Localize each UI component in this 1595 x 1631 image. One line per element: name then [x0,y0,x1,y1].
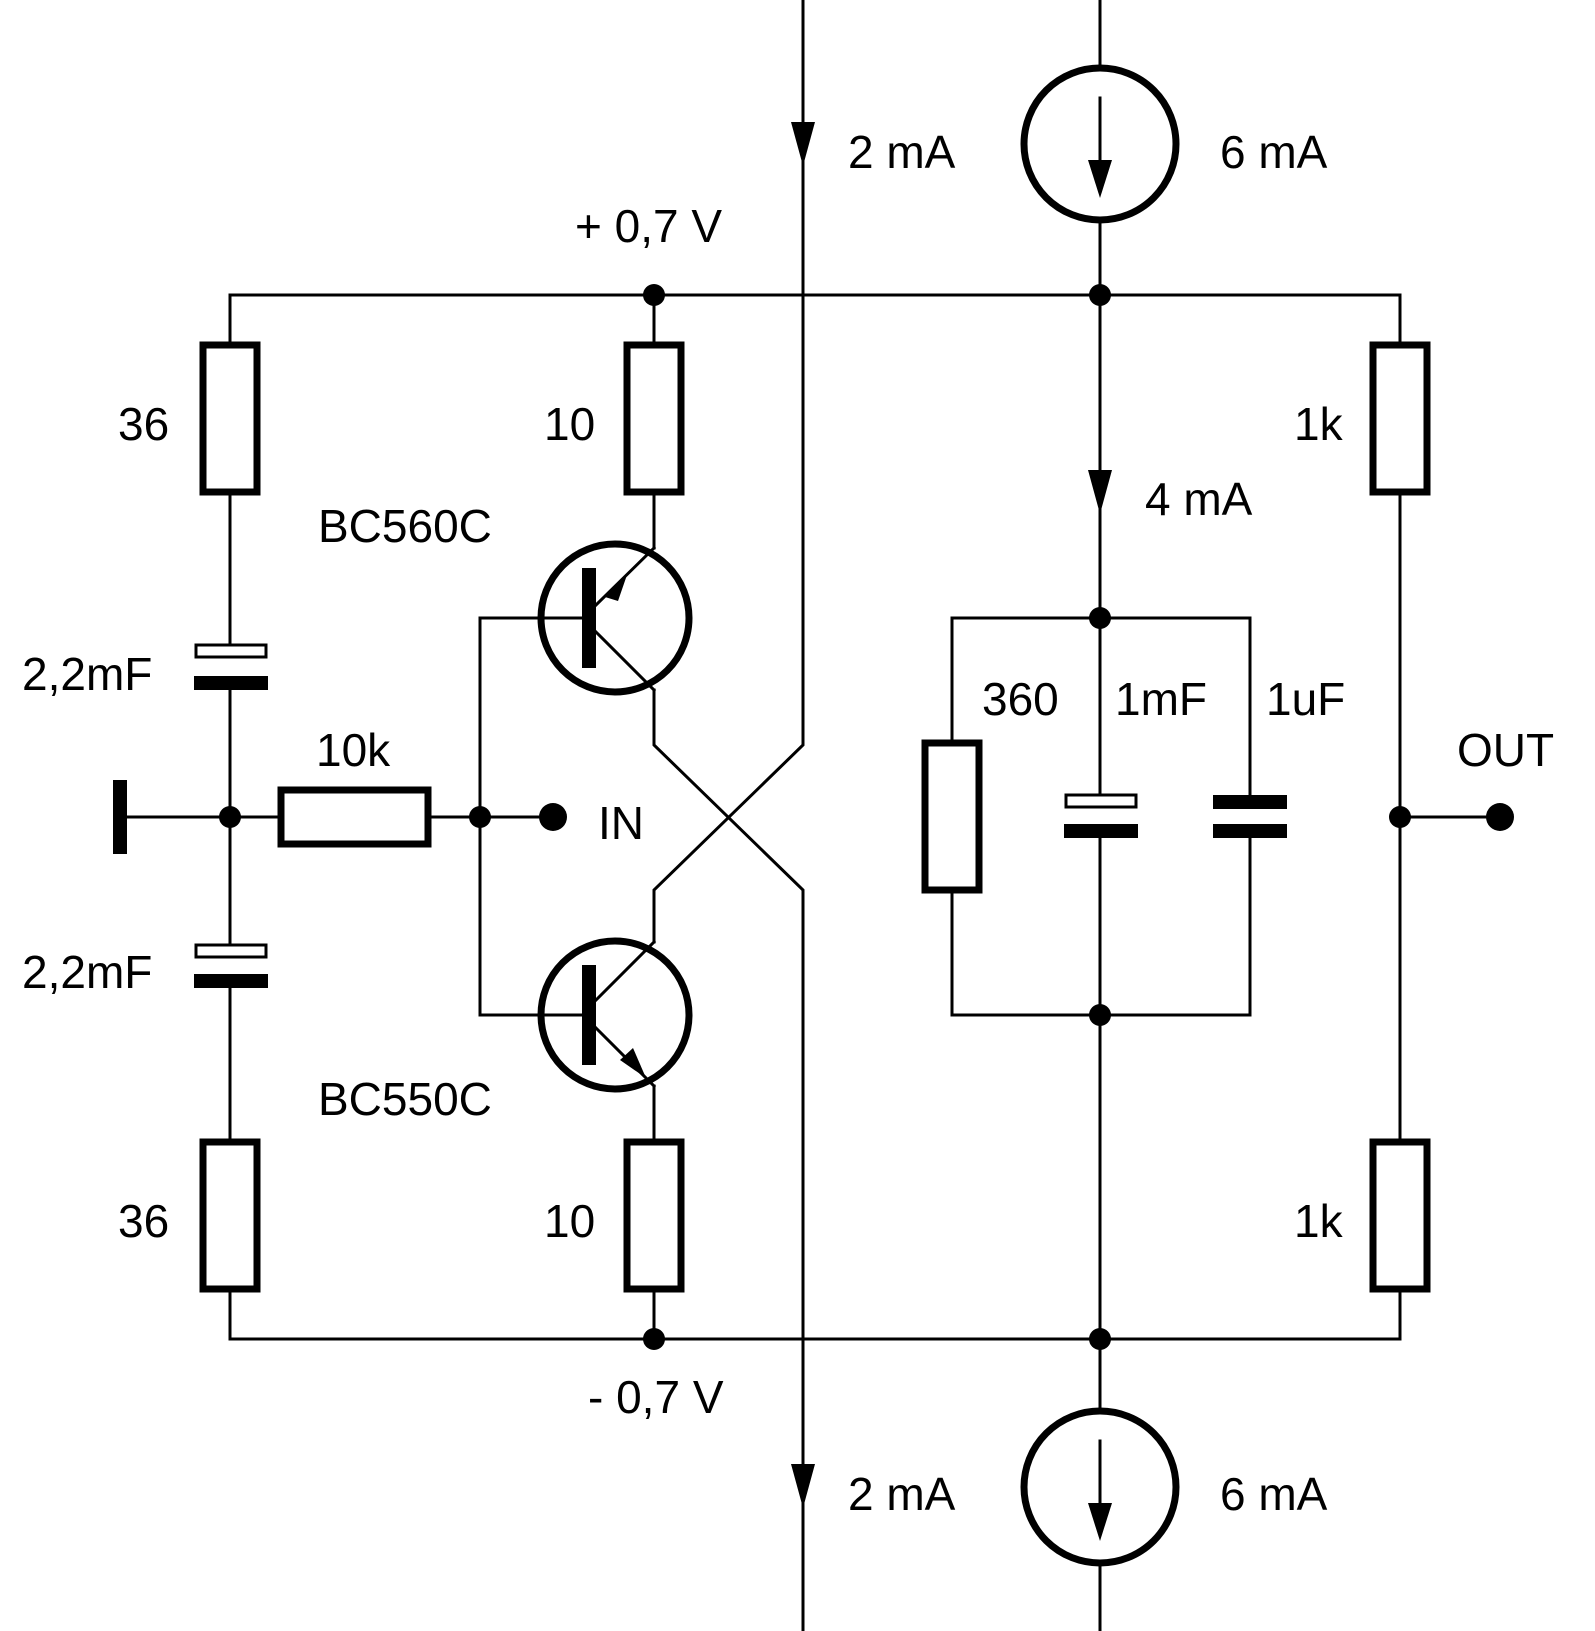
label-source-current-top: 6 mA [1220,126,1328,178]
label-input: IN [598,797,644,849]
label-r-right-top: 1k [1294,398,1344,450]
label-q-top: BC560C [318,500,492,552]
resistor-360 [921,739,983,894]
current-source-top [1020,64,1180,224]
resistor-1k-bottom [1369,1138,1431,1293]
current-arrow-2mA-bottom [791,1464,815,1508]
label-c-load-film: 1uF [1266,673,1345,725]
label-r-left-bottom: 36 [118,1195,169,1247]
current-arrow-4mA [1088,470,1112,514]
resistor-36-bottom [199,1138,261,1293]
label-branch-current: 4 mA [1145,473,1253,525]
input-terminal[interactable] [539,803,567,831]
cap-1uF-plate-bottom [1213,824,1287,838]
label-bias-current-bottom: 2 mA [848,1468,956,1520]
label-r-left-top: 36 [118,398,169,450]
resistor-10k [277,786,432,848]
cap-1mF-negative-plate [1064,824,1138,838]
output-terminal[interactable] [1486,803,1514,831]
cap-2-2mF-bottom-positive-plate [194,943,268,959]
label-r-emitter-top: 10 [544,398,595,450]
transistor-bc550c [537,937,693,1093]
label-r-load: 360 [982,673,1059,725]
label-r-input: 10k [316,724,391,776]
transistor-bc560c [537,540,693,696]
junction-bottom-supply [643,1328,665,1350]
label-r-right-bottom: 1k [1294,1195,1344,1247]
ground-symbol [113,780,127,854]
label-output: OUT [1457,724,1554,776]
label-c-left-bottom: 2,2mF [22,946,152,998]
resistor-36-top [199,341,261,496]
resistor-1k-top [1369,341,1431,496]
cap-2-2mF-top-positive-plate [194,643,268,659]
cap-2-2mF-bottom-negative-plate [194,974,268,988]
label-source-current-bottom: 6 mA [1220,1468,1328,1520]
current-source-bottom [1020,1407,1180,1567]
resistor-10-bottom [623,1138,685,1293]
npn-emitter-arrow [620,1048,646,1078]
cap-1uF-plate-top [1213,795,1287,809]
label-supply-top: + 0,7 V [575,200,722,252]
cap-2-2mF-top-negative-plate [194,676,268,690]
label-q-bottom: BC550C [318,1073,492,1125]
label-supply-bottom: - 0,7 V [588,1371,724,1423]
label-c-load-elec: 1mF [1115,673,1207,725]
resistor-10-top [623,341,685,496]
collector-cross-bottom [652,0,805,944]
label-r-emitter-bottom: 10 [544,1195,595,1247]
junction-left-mid [219,806,241,828]
label-c-left-top: 2,2mF [22,648,152,700]
cap-1mF-positive-plate [1064,793,1138,809]
pnp-emitter-arrow [605,572,628,601]
junction-source-bottom [1089,1328,1111,1350]
label-bias-current-top: 2 mA [848,126,956,178]
current-arrow-2mA-top [791,122,815,166]
junction-source-top [1089,284,1111,306]
